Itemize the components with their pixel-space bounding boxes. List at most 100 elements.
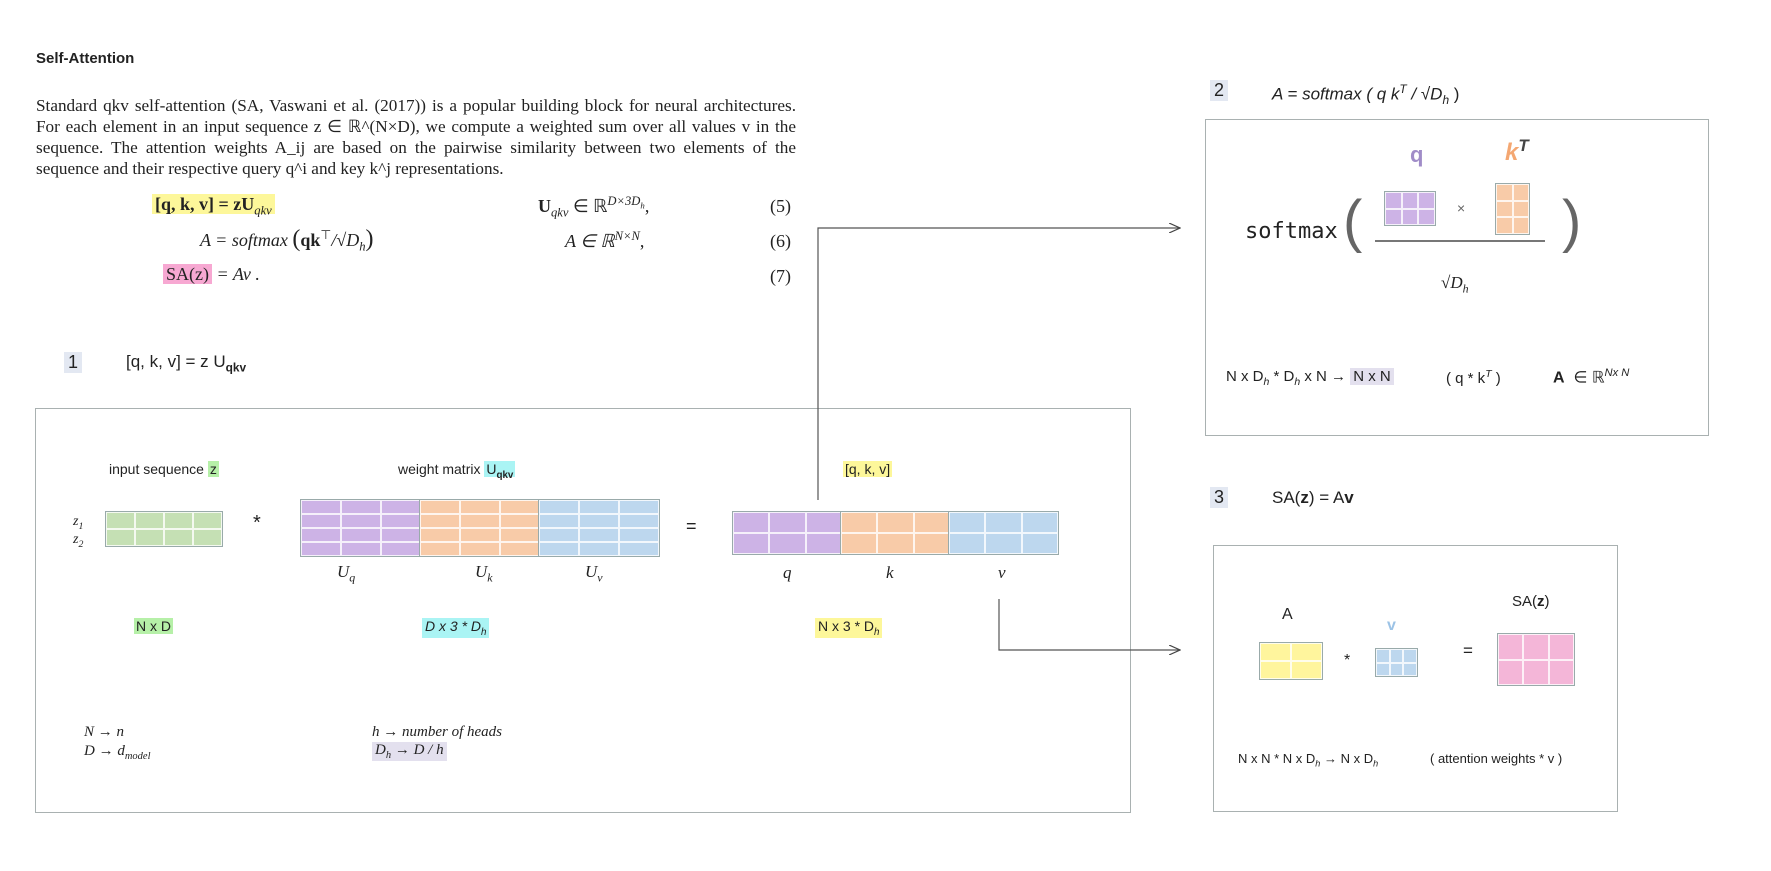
step2-dims-text: N x D <box>1226 368 1264 385</box>
input-sequence-label: input sequence z <box>109 461 219 477</box>
step1-heading-text: [q, k, v] = z U <box>126 352 226 371</box>
z1-sub: 1 <box>78 520 84 532</box>
weight-matrix-uq <box>300 499 422 557</box>
dim-output: N x 3 * Dh <box>815 618 883 638</box>
q-matrix <box>1384 191 1436 226</box>
qkv-output-label: [q, k, v] <box>843 461 893 477</box>
uv-text: U <box>585 562 598 581</box>
in-set: ∈ ℝ <box>1573 369 1605 387</box>
step2-dims-sub: h <box>1263 376 1270 388</box>
note-Dh: Dh → D / h <box>372 742 447 761</box>
output-matrix-k <box>840 511 951 555</box>
note-D-text: D → d <box>84 743 125 759</box>
uv-sub: v <box>597 570 603 585</box>
eq6-inner-sub: h <box>359 239 366 254</box>
uv-label: Uv <box>585 562 603 585</box>
step2-dims-sub2: h <box>1294 376 1301 388</box>
weight-matrix-uv <box>538 499 660 557</box>
equals-sign: = <box>686 516 697 536</box>
section-title: Self-Attention <box>36 50 135 67</box>
step3-heading-v: v <box>1344 488 1354 507</box>
step2-dims-hl: N x N <box>1350 368 1394 385</box>
uq-label: Uq <box>337 562 355 585</box>
step2-dims-mid: * D <box>1269 368 1295 385</box>
note-D-sub: model <box>124 751 151 762</box>
equation-5-left: [q, k, v] = zUqkv <box>152 194 275 219</box>
step3-heading-z: z <box>1300 488 1309 507</box>
sa-close: ) <box>1544 593 1550 610</box>
sqrt-sub: h <box>1462 281 1469 296</box>
arrow-to-step-2 <box>817 228 1180 500</box>
step1-heading-sub: qkv <box>225 360 247 375</box>
softmax-label: softmax <box>1245 219 1338 244</box>
input-var: z <box>207 461 219 477</box>
step-3-dims: N x N * N x Dh → N x Dh <box>1238 751 1378 769</box>
step-3-number: 3 <box>1210 487 1229 508</box>
q-header-label: q <box>1410 142 1424 167</box>
step2-heading-rest: / √D <box>1406 84 1443 104</box>
eq6-right-sup: N×N <box>614 229 640 243</box>
output-matrix-q <box>732 511 843 555</box>
sa-z-label: SA(z) <box>1512 593 1550 610</box>
uq-text: U <box>337 562 350 581</box>
equation-7-number: (7) <box>770 266 791 286</box>
step-1-number: 1 <box>64 352 83 373</box>
equation-6-number: (6) <box>770 231 791 251</box>
eq5-left-text: [q, k, v] = zU <box>155 194 255 214</box>
step3-dims-text: N x N * N x D <box>1238 751 1316 766</box>
input-label-text: input sequence <box>109 461 204 477</box>
sa-z: z <box>1537 593 1545 610</box>
equation-5-right: Uqkv ∈ ℝD×3Dh, <box>538 194 650 220</box>
step-3-equals: = <box>1463 641 1473 660</box>
uk-label: Uk <box>475 562 493 585</box>
dim-output-sub: h <box>874 626 880 638</box>
kt-matrix <box>1495 183 1530 235</box>
dim-weight: D x 3 * Dh <box>422 618 490 638</box>
uk-sub: k <box>487 570 493 585</box>
eq5-right-sup: D×3D <box>607 194 641 208</box>
step-1-heading: [q, k, v] = z Uqkv <box>126 352 246 374</box>
times-sign: × <box>1457 200 1466 216</box>
step3-dims-sub: h <box>1315 758 1321 769</box>
weight-var-sub: qkv <box>496 469 514 481</box>
weight-label-text: weight matrix <box>398 461 481 477</box>
note-N: N → n <box>84 724 125 740</box>
eq5-right-text: U <box>538 196 551 216</box>
in-sup: Nx N <box>1604 367 1630 379</box>
note-Dh-sub: h <box>385 750 392 761</box>
dim-weight-sub: h <box>481 626 487 638</box>
A-label: A <box>1282 606 1293 623</box>
step-2-panel <box>1205 119 1709 436</box>
step2-heading-sub: h <box>1442 93 1450 108</box>
dim-output-text: N x 3 * D <box>818 618 875 634</box>
eq6-inner-sup: ⊤ <box>320 228 332 242</box>
eq6-left-text: A = softmax <box>200 230 288 250</box>
left-paren: ( <box>1343 189 1363 254</box>
z2-sub: 2 <box>78 538 84 550</box>
step-3-note: ( attention weights * v ) <box>1430 751 1563 766</box>
sa-matrix <box>1497 633 1575 686</box>
eq5-right-supsub: h <box>640 200 645 211</box>
step-3-heading: SA(z) = Av <box>1272 488 1354 508</box>
dim-input: N x D <box>134 618 173 634</box>
paren-sup: T <box>1485 368 1492 380</box>
step2-dims-rest: x N → <box>1300 368 1347 385</box>
eq6-inner-rest: /√D <box>331 230 360 250</box>
eq5-left-sub: qkv <box>254 203 272 218</box>
step2-heading-sup: T <box>1399 82 1407 96</box>
z2-text: z <box>73 532 79 547</box>
eq6-right-text: A ∈ ℝ <box>565 231 615 251</box>
fraction-bar <box>1375 240 1545 242</box>
step-2-heading: A = softmax ( q kT / √Dh ) <box>1272 82 1459 107</box>
eq7-rest: = Av . <box>212 264 260 284</box>
note-Dh-text: D <box>375 742 386 758</box>
equation-6-right: A ∈ ℝN×N, <box>565 229 645 251</box>
step3-heading-text: SA( <box>1272 488 1301 507</box>
note-Dh-rest: → D / h <box>391 742 444 758</box>
multiply-sign: * <box>253 512 261 534</box>
z1-label: z1 <box>73 514 83 532</box>
step-2-paren-note: ( q * kT ) <box>1446 368 1501 387</box>
paren-close: ) <box>1491 370 1501 387</box>
eq7-left-text: SA(z) <box>163 264 212 284</box>
